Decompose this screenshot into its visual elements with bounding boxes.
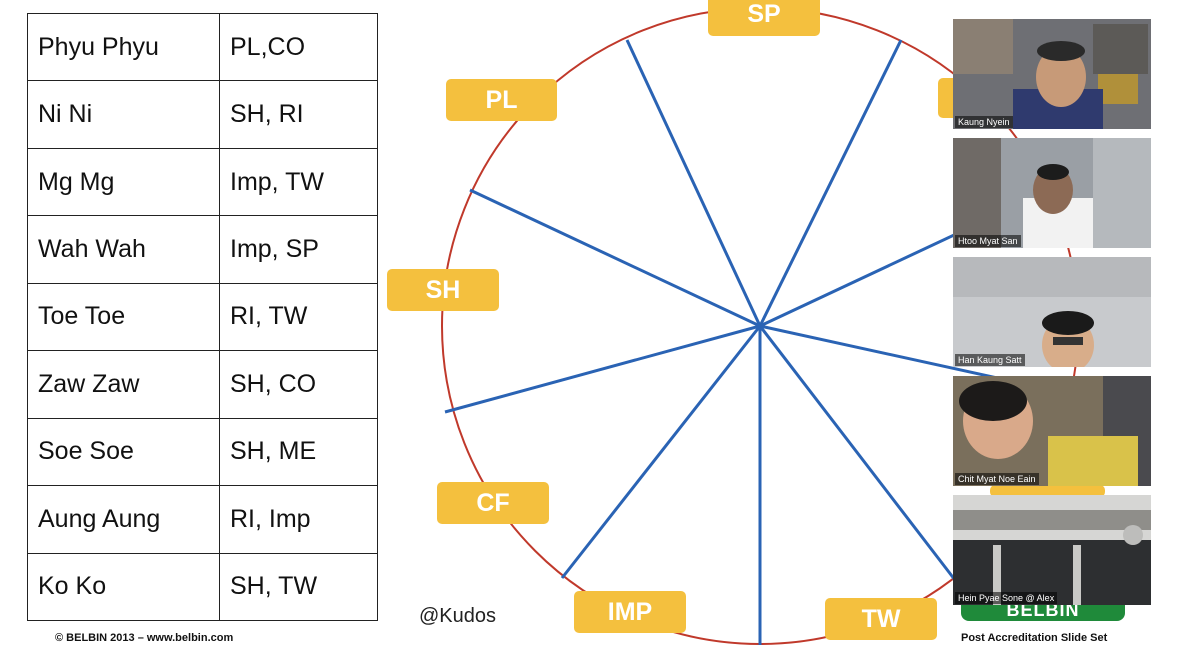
role-label-partial [990, 485, 1105, 497]
participant-video-3[interactable]: Han Kaung Satt [953, 257, 1151, 367]
slide-set-text: Post Accreditation Slide Set [961, 632, 1108, 644]
video-frame [953, 138, 1151, 248]
role-label-tw: TW [825, 598, 937, 640]
member-name: Zaw Zaw [27, 350, 220, 419]
member-name: Toe Toe [27, 282, 220, 352]
member-roles: Imp, SP [219, 215, 378, 284]
wheel-spoke [758, 39, 903, 327]
member-roles: RI, Imp [219, 485, 378, 554]
wheel-spoke [625, 39, 762, 327]
kudos-text: @Kudos [419, 605, 497, 627]
member-name: Ni Ni [27, 80, 220, 149]
role-label-sh: SH [387, 269, 499, 311]
member-name: Soe Soe [27, 417, 220, 487]
member-name: Wah Wah [27, 215, 220, 284]
video-frame [953, 495, 1151, 605]
member-roles: SH, CO [219, 350, 378, 419]
role-label-imp: IMP [574, 591, 686, 633]
wheel-spoke [560, 325, 762, 579]
participant-name: Htoo Myat San [955, 235, 1021, 247]
participant-name: Han Kaung Satt [955, 354, 1025, 366]
role-label-cf: CF [437, 482, 549, 524]
wheel-spokes [444, 39, 1076, 645]
wheel-spoke [758, 325, 957, 581]
participant-name: Hein Pyae Sone @ Alex [955, 592, 1058, 604]
participant-name: Kaung Nyein [955, 116, 1013, 128]
member-name: Phyu Phyu [27, 12, 220, 82]
video-frame [953, 19, 1151, 129]
participant-video-4[interactable]: Chit Myat Noe Eain [953, 376, 1151, 486]
copyright-text: © BELBIN 2013 – www.belbin.com [55, 632, 234, 644]
member-name: Ko Ko [27, 552, 220, 621]
member-roles: PL,CO [219, 12, 378, 82]
participant-video-1[interactable]: Kaung Nyein [953, 19, 1151, 129]
video-frame [953, 376, 1151, 486]
member-roles: SH, TW [219, 552, 378, 621]
role-label-pl: PL [446, 79, 557, 121]
member-roles: Imp, TW [219, 147, 378, 217]
participant-video-2[interactable]: Htoo Myat San [953, 138, 1151, 248]
wheel-spoke [469, 188, 761, 328]
video-frame [953, 257, 1151, 367]
participant-name: Chit Myat Noe Eain [955, 473, 1039, 485]
participant-video-5[interactable]: Hein Pyae Sone @ Alex [953, 495, 1151, 605]
member-roles: RI, TW [219, 282, 378, 352]
member-roles: SH, ME [219, 417, 378, 487]
wheel-spoke [444, 324, 761, 414]
belbin-logo: BELBIN [961, 603, 1125, 621]
role-label-sp: SP [708, 0, 820, 36]
